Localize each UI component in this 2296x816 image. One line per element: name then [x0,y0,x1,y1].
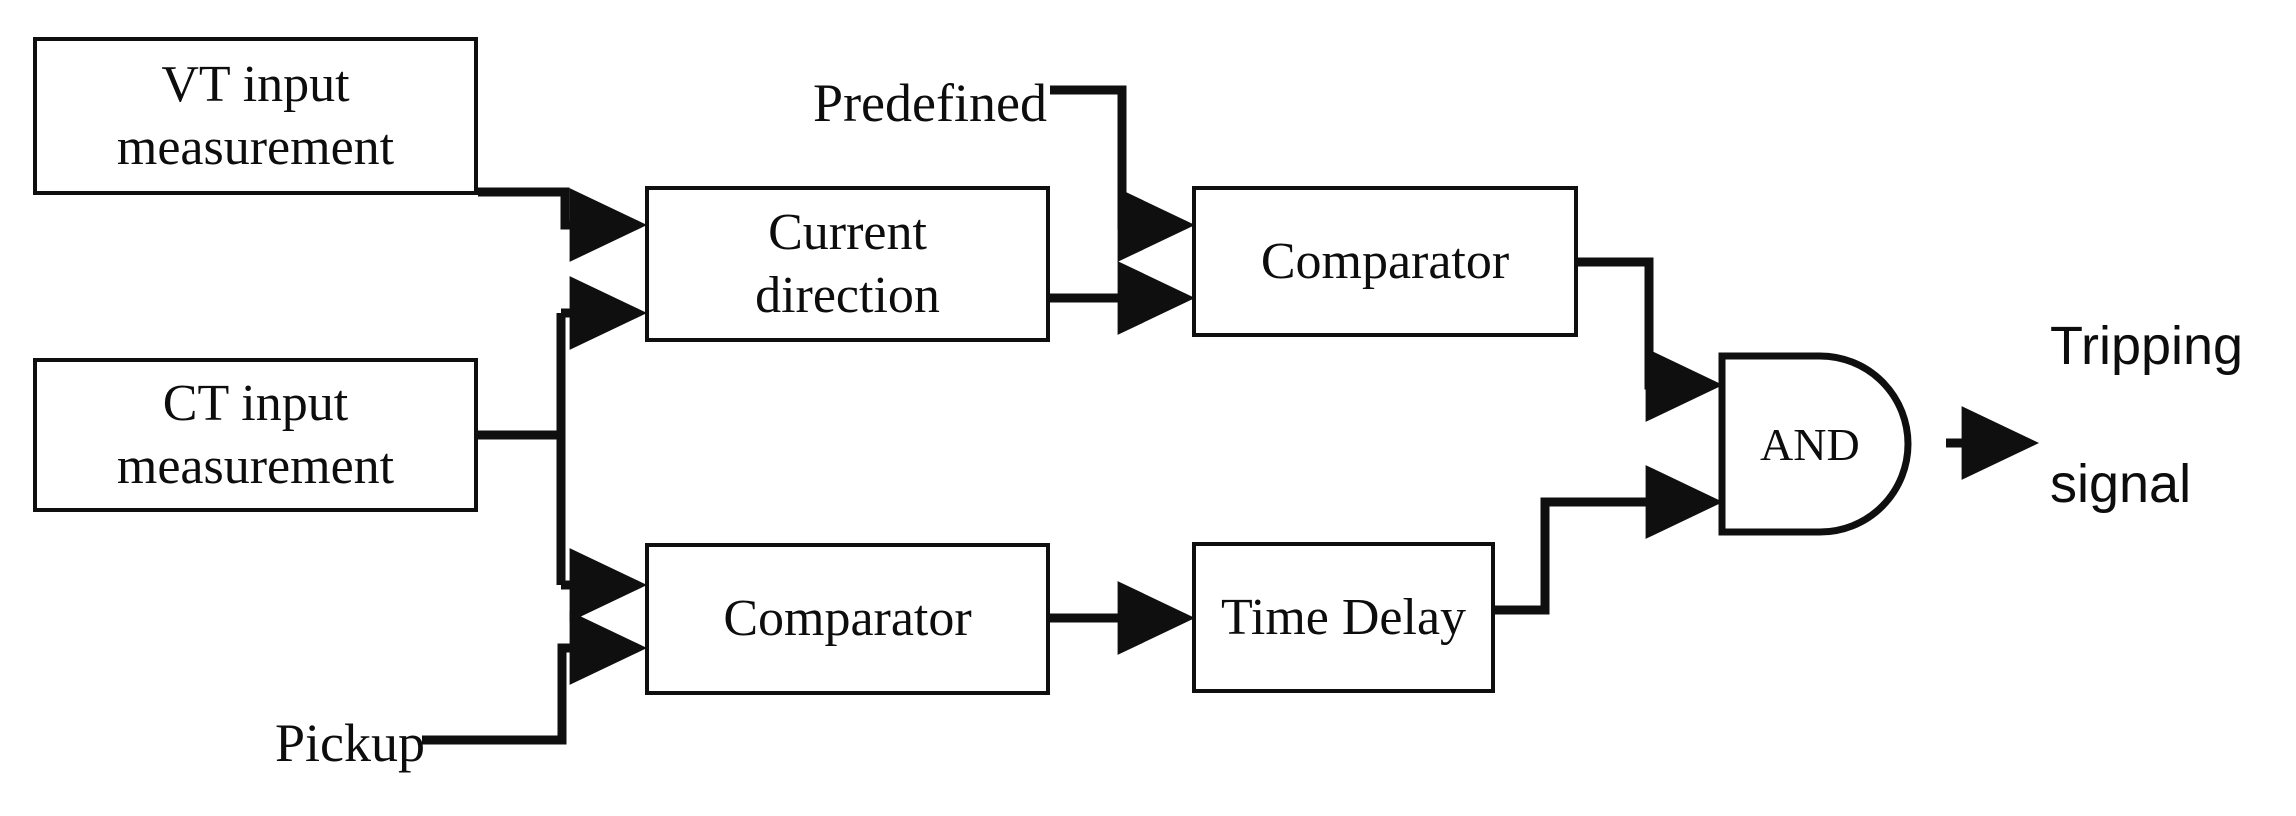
wire-comparator-upper-to-and-gate [1578,257,1724,422]
block-and-gate[interactable]: AND [1716,351,1954,537]
wire-pickup-current-to-comparator-lower [422,611,648,745]
label-tripping-signal: Tripping signal [2050,243,2296,589]
block-ct-input-measurement-label: CT input measurement [116,374,395,495]
block-comparator-upper-label: Comparator [1260,232,1510,290]
block-comparator-upper[interactable]: Comparator [1192,186,1578,337]
block-comparator-lower-label: Comparator [723,590,972,648]
wire-vt-to-current-direction [478,187,648,262]
label-predefined-direction-line1: Predefined [813,72,1047,133]
block-vt-input-measurement-label: VT input measurement [116,55,395,176]
and-gate-shape [1718,352,1912,536]
wire-time-delay-to-and-gate [1495,465,1724,615]
block-comparator-lower[interactable]: Comparator [645,543,1050,695]
block-ct-input-measurement[interactable]: CT input measurement [33,358,478,512]
block-current-direction[interactable]: Current direction [645,186,1050,342]
block-and-gate-text-wrap: AND [1716,351,1954,537]
block-vt-input-measurement[interactable]: VT input measurement [33,37,478,195]
label-pickup-current: Pickup current [215,648,485,816]
block-current-direction-label: Current direction [755,203,940,324]
label-tripping-signal-line1: Tripping [2050,316,2244,377]
wire-predefined-direction-to-comparator-upper [1050,85,1196,262]
label-pickup-current-line1: Pickup [274,712,425,773]
label-tripping-signal-line2: signal [2050,454,2192,515]
block-time-delay-label: Time Delay [1220,588,1467,646]
block-time-delay[interactable]: Time Delay [1192,542,1495,693]
block-and-gate-label: AND [1760,418,1860,470]
